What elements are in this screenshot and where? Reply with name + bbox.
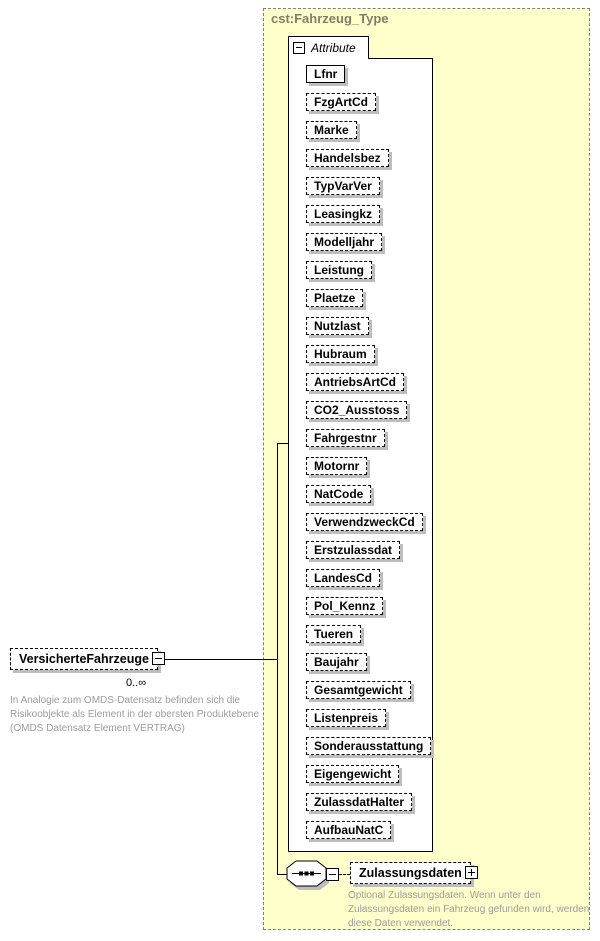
attribute-node[interactable]: Pol_Kennz [306,597,384,615]
element-zulassungsdaten-label: Zulassungsdaten [359,866,462,880]
attribute-node[interactable]: Nutzlast [306,317,369,335]
element-minus-icon[interactable] [151,652,165,665]
attribute-node[interactable]: FzgArtCd [306,93,376,111]
attribute-node[interactable]: AufbauNatC [306,821,392,839]
attribute-node[interactable]: NatCode [306,485,372,503]
attribute-node[interactable]: Fahrgestnr [306,429,385,447]
attribute-node[interactable]: Handelsbez [306,149,389,167]
attribute-node[interactable]: ZulassdatHalter [306,793,413,811]
attribute-node[interactable]: Listenpreis [306,709,387,727]
element-zulassungsdaten[interactable]: Zulassungsdaten [350,862,478,884]
attribute-node[interactable]: Modelljahr [306,233,383,251]
attribute-node[interactable]: Sonderausstattung [306,737,432,755]
sequence-dashed-connector [339,874,350,875]
attribute-node[interactable]: Gesamtgewicht [306,681,411,699]
attribute-node[interactable]: Eigengewicht [306,765,400,783]
connector-sequence-stub [278,874,287,875]
attribute-node[interactable]: Lfnr [306,65,346,83]
connector-trunk-line [277,443,278,875]
attribute-node[interactable]: Marke [306,121,357,139]
connector-element-line [150,659,277,660]
attribute-node[interactable]: LandesCd [306,569,381,587]
element-versichertefahrzeuge-label: VersicherteFahrzeuge [19,652,149,666]
sequence-icon[interactable] [285,859,333,893]
complex-type-title: cst:Fahrzeug_Type [271,11,389,26]
attribute-node[interactable]: Hubraum [306,345,375,363]
attribute-node[interactable]: TypVarVer [306,177,380,195]
attribute-node[interactable]: Leasingkz [306,205,381,223]
zulassungsdaten-annotation: Optional Zulassungsdaten. Wenn unter den… [348,890,590,929]
attribute-node[interactable]: Tueren [306,625,362,643]
attribute-node[interactable]: Baujahr [306,653,367,671]
attribute-node[interactable]: Motornr [306,457,368,475]
attribute-node[interactable]: AntriebsArtCd [306,373,405,391]
element-annotation: In Analogie zum OMDS-Datensatz befinden … [10,695,260,734]
attribute-node[interactable]: Erstzulassdat [306,541,401,559]
attribute-node[interactable]: Plaetze [306,289,364,307]
element-versichertefahrzeuge[interactable]: VersicherteFahrzeuge [10,648,165,670]
attribute-group-tab[interactable]: Attribute [288,36,369,59]
cardinality-label: 0..∞ [126,677,147,689]
attribute-node[interactable]: Leistung [306,261,372,279]
sequence-minus-icon[interactable] [326,868,339,881]
attribute-node[interactable]: CO2_Ausstoss [306,401,408,419]
zulassungsdaten-plus-icon[interactable] [464,866,478,879]
connector-attribute-stub [278,443,288,444]
attribute-group-minus-icon[interactable] [293,42,305,54]
attribute-group-label: Attribute [311,41,356,55]
attribute-node[interactable]: VerwendzweckCd [306,513,423,531]
